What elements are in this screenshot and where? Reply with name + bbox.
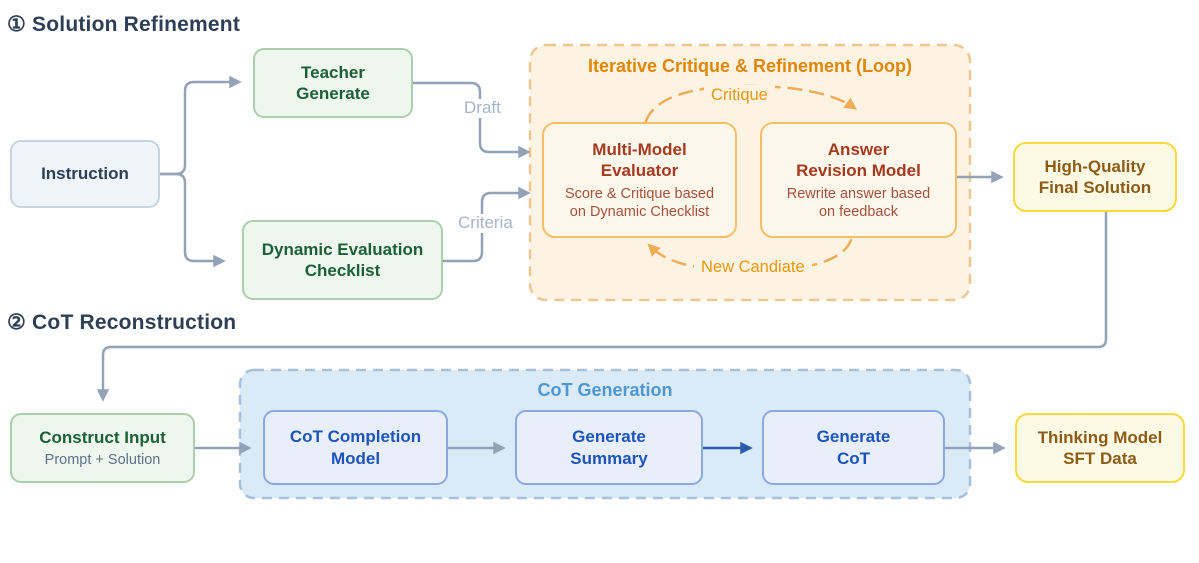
- multi-model-evaluator-subtitle: Score & Critique based on Dynamic Checkl…: [564, 185, 715, 220]
- stage1-title: ① Solution Refinement: [7, 13, 241, 36]
- arrow-instruction-to-teacher: [160, 75, 242, 176]
- final-solution-box: High-Quality Final Solution: [1013, 142, 1177, 212]
- new-candidate-label: New Candiate: [694, 257, 812, 278]
- final-solution-label: High-Quality Final Solution: [1038, 156, 1152, 197]
- draft-label: Draft: [460, 98, 505, 118]
- construct-input-subtitle: Prompt + Solution: [44, 452, 161, 469]
- cot-completion-box: CoT Completion Model: [263, 410, 448, 485]
- critique-label: Critique: [704, 85, 775, 106]
- cot-generation-title: CoT Generation: [537, 380, 673, 400]
- construct-input-box: Construct Input Prompt + Solution: [10, 413, 195, 483]
- teacher-generate-box: Teacher Generate: [253, 48, 413, 118]
- multi-model-evaluator-label: Multi-Model Evaluator: [592, 140, 687, 181]
- generate-summary-label: Generate Summary: [570, 427, 648, 468]
- multi-model-evaluator-box: Multi-Model Evaluator Score & Critique b…: [542, 122, 737, 238]
- arrow-instruction-to-checklist: [160, 172, 226, 268]
- arrow-new-candidate-loop: [647, 238, 853, 273]
- arrow-final-to-construct: [96, 212, 1108, 402]
- sft-data-box: Thinking Model SFT Data: [1015, 413, 1185, 483]
- dynamic-checklist-label: Dynamic Evaluation Checklist: [261, 239, 424, 280]
- sft-data-label: Thinking Model SFT Data: [1037, 427, 1163, 468]
- generate-cot-label: Generate CoT: [816, 427, 891, 468]
- cot-completion-label: CoT Completion Model: [289, 427, 422, 468]
- generate-cot-box: Generate CoT: [762, 410, 945, 485]
- dynamic-checklist-box: Dynamic Evaluation Checklist: [242, 220, 443, 300]
- criteria-label: Criteria: [454, 213, 517, 233]
- construct-input-label: Construct Input: [39, 427, 166, 447]
- answer-revision-box: Answer Revision Model Rewrite answer bas…: [760, 122, 957, 238]
- stage2-title: ② CoT Reconstruction: [7, 311, 237, 334]
- loop-title: Iterative Critique & Refinement (Loop): [587, 56, 913, 76]
- answer-revision-subtitle: Rewrite answer based on feedback: [786, 185, 931, 220]
- generate-summary-box: Generate Summary: [515, 410, 703, 485]
- instruction-label: Instruction: [41, 164, 129, 184]
- teacher-generate-label: Teacher Generate: [296, 62, 370, 103]
- instruction-box: Instruction: [10, 140, 160, 208]
- answer-revision-label: Answer Revision Model: [796, 140, 921, 181]
